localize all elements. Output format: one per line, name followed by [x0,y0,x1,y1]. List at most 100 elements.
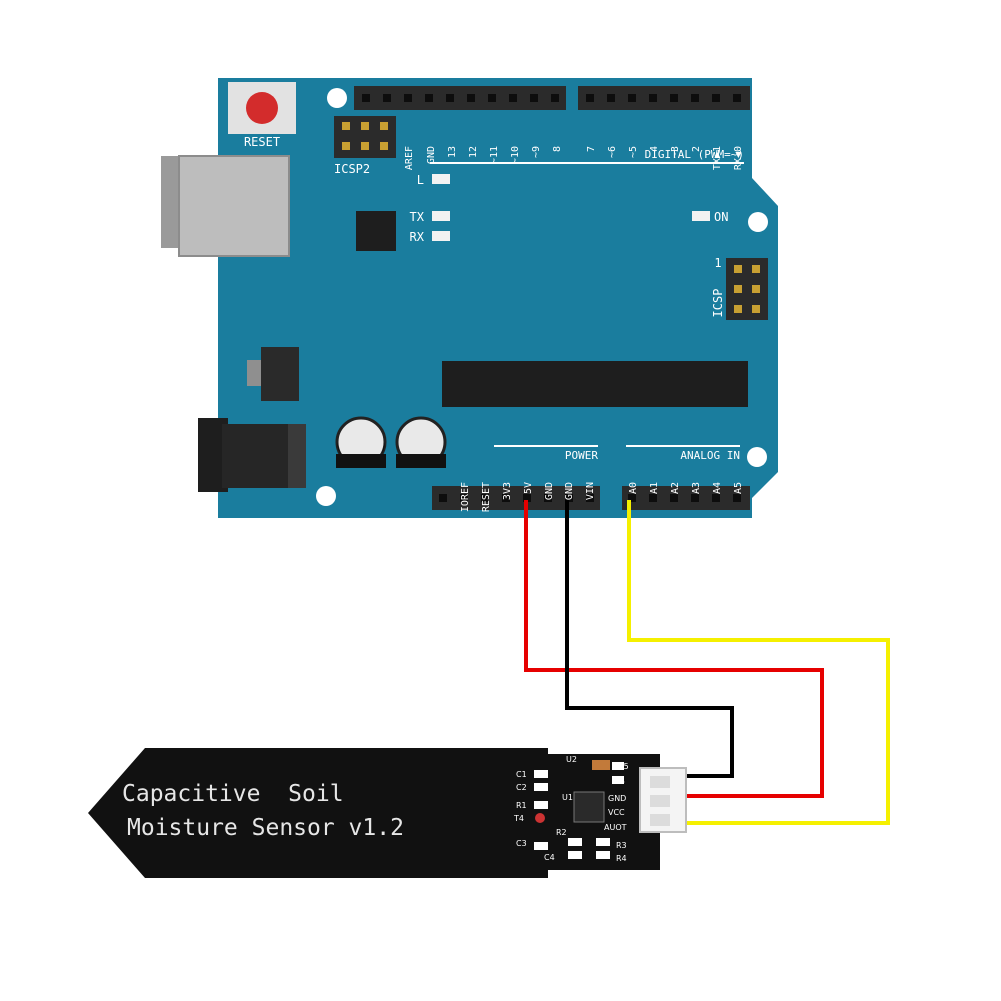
label-c3: C3 [516,839,527,848]
reset-label: RESET [244,135,280,149]
pin-label: A1 [649,482,660,494]
icsp2-header: ICSP2 [334,116,396,176]
pin-hole [712,94,720,102]
microcontroller-chip [442,361,748,407]
pin-label: 5V [523,482,534,494]
smd-part [612,776,624,784]
pin-label: A4 [712,482,723,494]
pin-hole [544,494,552,502]
pin-label: GND [564,482,575,500]
voltage-regulator [247,347,299,401]
label-c4: C4 [544,853,555,862]
dc-power-jack [198,418,306,492]
icsp-pin1-label: 1 [714,256,721,270]
pin-hole [509,94,517,102]
mounting-hole [747,447,767,467]
wire-yellow-a0 [627,500,890,825]
pin-hole [551,94,559,102]
led-l [432,174,450,184]
pin-hole [712,494,720,502]
pin-aout-label: AUOT [604,823,627,832]
pin-label: ~9 [531,146,542,158]
smd-part [534,801,548,809]
icsp-header: 1 ICSP [711,256,768,320]
label-r2: R2 [556,828,567,837]
pin-hole [362,94,370,102]
pin-hole [670,494,678,502]
sensor-title-line2: Moisture Sensor v1.2 [127,815,404,841]
pin-hole [488,94,496,102]
smd-part [535,813,545,823]
pin-hole [628,94,636,102]
sensor-chip-u2 [592,760,610,770]
smd-part [568,838,582,846]
pin-hole [446,94,454,102]
wire-black-gnd [565,500,734,778]
pin-hole [502,494,510,502]
jst-connector [639,767,687,833]
pin-label: RX◀0 [733,146,744,170]
pin-hole [733,494,741,502]
pin-label: 8 [552,146,563,152]
pin-label: ~3 [670,146,681,158]
mounting-hole [748,212,768,232]
pin-label: A2 [670,482,681,494]
usb-connector [161,155,290,257]
pin-label: A3 [691,482,702,494]
pin-hole [586,494,594,502]
led-on-label: ON [714,210,728,224]
smd-part [596,838,610,846]
pin-hole [439,494,447,502]
pin-hole [733,94,741,102]
bottom-pin-holes [439,494,741,502]
power-label: POWER [565,449,598,462]
pin-hole [649,94,657,102]
pin-label: 7 [586,146,597,152]
pin-hole [404,94,412,102]
pin-hole [460,494,468,502]
smd-part [534,770,548,778]
label-t4: T4 [513,814,524,823]
smd-part [568,851,582,859]
label-u2: U2 [566,755,577,764]
pin-hole [670,94,678,102]
led-rx [432,231,450,241]
pin-label: AREF [404,146,415,170]
led-on [692,211,710,221]
pin-hole [481,494,489,502]
smd-part [534,783,548,791]
icsp-label: ICSP [711,289,725,318]
sensor-title-line1: Capacitive Soil [122,781,344,807]
pin-hole [425,94,433,102]
capacitor [395,416,447,468]
smd-part [534,842,548,850]
reset-button: RESET [228,82,296,149]
pin-hole [691,94,699,102]
usb-controller-chip [356,211,396,251]
pin-vcc-label: VCC [608,808,625,817]
sensor-probe-body [88,748,660,878]
pin-hole [628,494,636,502]
pin-label: ~11 [489,146,500,164]
pin-label: ~6 [607,146,618,158]
pin-hole [467,94,475,102]
led-tx-label: TX [410,210,425,224]
pin-hole [565,494,573,502]
pin-label: A5 [733,482,744,494]
pin-label: 2 [691,146,702,152]
smd-part [596,851,610,859]
icsp2-label: ICSP2 [334,162,370,176]
pin-hole [586,94,594,102]
pin-hole [530,94,538,102]
pin-hole [607,94,615,102]
pin-label: RESET [481,482,492,512]
capacitor [335,416,387,468]
mounting-hole [327,88,347,108]
label-c2: C2 [516,783,527,792]
label-r4: R4 [616,854,627,863]
pin-label: 3V3 [502,482,513,500]
